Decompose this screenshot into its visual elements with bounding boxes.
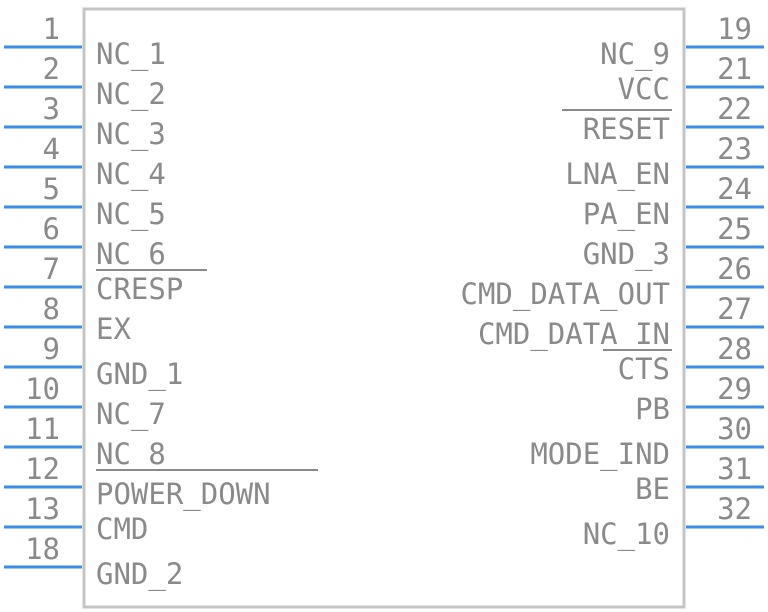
pin-number-1: 1	[43, 12, 60, 46]
pin-label-1: NC_1	[96, 37, 166, 72]
pin-label-19: NC_9	[600, 37, 670, 72]
component-body	[82, 7, 686, 609]
pin-number-13: 13	[25, 492, 60, 526]
pin-number-7: 7	[43, 252, 60, 286]
pin-number-11: 11	[25, 412, 60, 446]
pin-number-3: 3	[43, 92, 60, 126]
pin-number-18: 18	[25, 532, 60, 566]
pin-label-30: MODE_IND	[530, 437, 670, 472]
pin-number-23: 23	[717, 132, 752, 166]
pin-label-3: NC_3	[96, 117, 166, 152]
pin-label-29: PB	[635, 392, 670, 426]
pin-number-19: 19	[717, 12, 752, 46]
pin-number-5: 5	[43, 172, 60, 206]
pin-label-28: CTS	[618, 352, 670, 386]
pin-number-32: 32	[717, 492, 752, 526]
pin-number-28: 28	[717, 332, 752, 366]
pin-label-7: CRESP	[96, 272, 183, 306]
pin-number-31: 31	[717, 452, 752, 486]
pin-label-6: NC_6	[96, 237, 166, 272]
pin-label-31: BE	[635, 472, 670, 506]
pin-label-12: POWER_DOWN	[96, 477, 271, 512]
pin-label-25: GND_3	[583, 237, 670, 272]
pin-label-13: CMD	[96, 512, 148, 546]
pin-label-8: EX	[96, 312, 131, 346]
pin-number-10: 10	[25, 372, 60, 406]
pin-label-9: GND_1	[96, 357, 183, 392]
pin-label-22: RESET	[583, 112, 670, 146]
pin-number-25: 25	[717, 212, 752, 246]
pin-label-2: NC_2	[96, 77, 166, 112]
pin-label-26: CMD_DATA_OUT	[460, 277, 670, 312]
pin-number-29: 29	[717, 372, 752, 406]
pin-label-5: NC_5	[96, 197, 166, 232]
pin-label-18: GND_2	[96, 557, 183, 592]
pin-label-10: NC_7	[96, 397, 166, 432]
pin-number-9: 9	[43, 332, 60, 366]
pin-label-4: NC_4	[96, 157, 166, 192]
pin-number-22: 22	[717, 92, 752, 126]
pin-number-4: 4	[43, 132, 60, 166]
pin-number-24: 24	[717, 172, 752, 206]
overbar-lines	[96, 109, 672, 471]
pin-number-30: 30	[717, 412, 752, 446]
pin-number-2: 2	[43, 52, 60, 86]
pin-number-8: 8	[43, 292, 60, 326]
pin-label-24: PA_EN	[583, 197, 670, 232]
pin-label-21: VCC	[618, 72, 670, 106]
pin-number-6: 6	[43, 212, 60, 246]
pin-label-23: LNA_EN	[565, 157, 670, 192]
pin-label-11: NC_8	[96, 437, 166, 472]
pin-number-27: 27	[717, 292, 752, 326]
pin-number-26: 26	[717, 252, 752, 286]
pin-number-12: 12	[25, 452, 60, 486]
pin-number-21: 21	[717, 52, 752, 86]
pin-label-27: CMD_DATA_IN	[478, 317, 670, 352]
pin-label-32: NC_10	[583, 517, 670, 552]
